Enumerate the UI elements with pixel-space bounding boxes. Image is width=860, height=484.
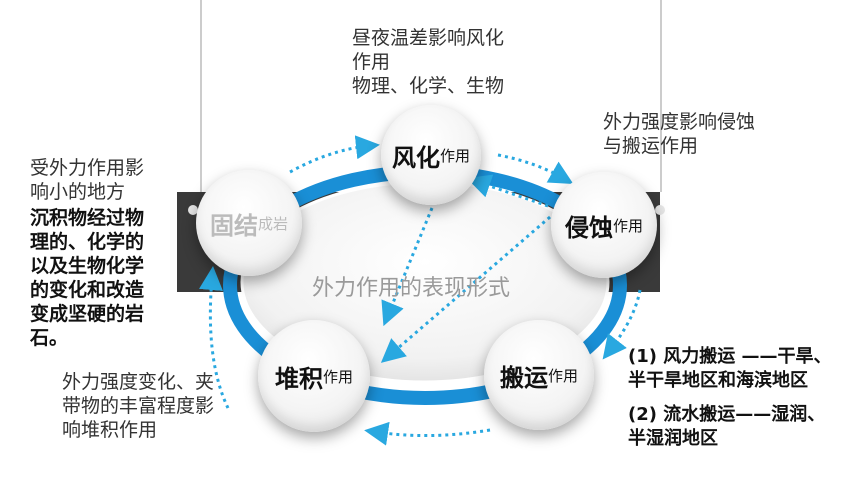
center-label: 外力作用的表现形式: [312, 276, 511, 301]
node-deposition-main: 堆积: [274, 364, 323, 393]
node-erosion-sub: 作用: [612, 216, 643, 235]
arrow-deposition-to-consolidation: [199, 266, 230, 409]
note-erosion: 外力强度影响侵蚀 与搬运作用: [603, 111, 756, 157]
arrow-weathering-to-erosion: [497, 153, 574, 184]
node-consolidation-sub: 成岩: [257, 214, 288, 233]
node-transport: 搬运作用: [484, 320, 594, 430]
band-rivet-right: [655, 205, 665, 215]
node-weathering: 风化作用: [381, 105, 481, 205]
arrow-erosion-to-weathering: [466, 174, 549, 208]
note-weathering: 昼夜温差影响风化 作用 物理、化学、生物: [352, 27, 505, 97]
arrow-erosion-to-deposition: [380, 215, 551, 363]
arrow-consolidation-to-weathering: [289, 135, 380, 174]
node-weathering-sub: 作用: [439, 146, 470, 165]
node-transport-main: 搬运: [499, 363, 548, 392]
node-transport-sub: 作用: [547, 366, 578, 385]
node-consolidation: 固结成岩: [196, 170, 302, 276]
node-erosion-main: 侵蚀: [564, 213, 613, 242]
node-erosion: 侵蚀作用: [551, 172, 657, 278]
node-deposition-sub: 作用: [322, 367, 353, 386]
note-consolidation-detail: 沉积物经过物 理的、化学的 以及生物化学 的变化和改造 变成坚硬的岩 石。: [30, 207, 145, 349]
arrow-transport-to-deposition: [364, 421, 491, 446]
note-consolidation-context: 受外力作用影 响小的地方: [30, 157, 145, 203]
arrow-weathering-to-deposition: [381, 207, 434, 327]
node-deposition: 堆积作用: [258, 320, 370, 432]
band-rivet-left: [188, 205, 198, 215]
note-transport-wind: (1) 风力搬运 ——干旱、 半干旱地区和海滨地区: [628, 346, 832, 391]
node-weathering-main: 风化: [391, 143, 440, 172]
node-consolidation-main: 固结: [209, 211, 258, 240]
note-deposition: 外力强度变化、夹 带物的丰富程度影 响堆积作用: [62, 371, 215, 441]
note-transport-water: (2) 流水搬运——湿润、 半湿润地区: [628, 404, 826, 449]
arrow-erosion-to-transport: [602, 289, 642, 360]
